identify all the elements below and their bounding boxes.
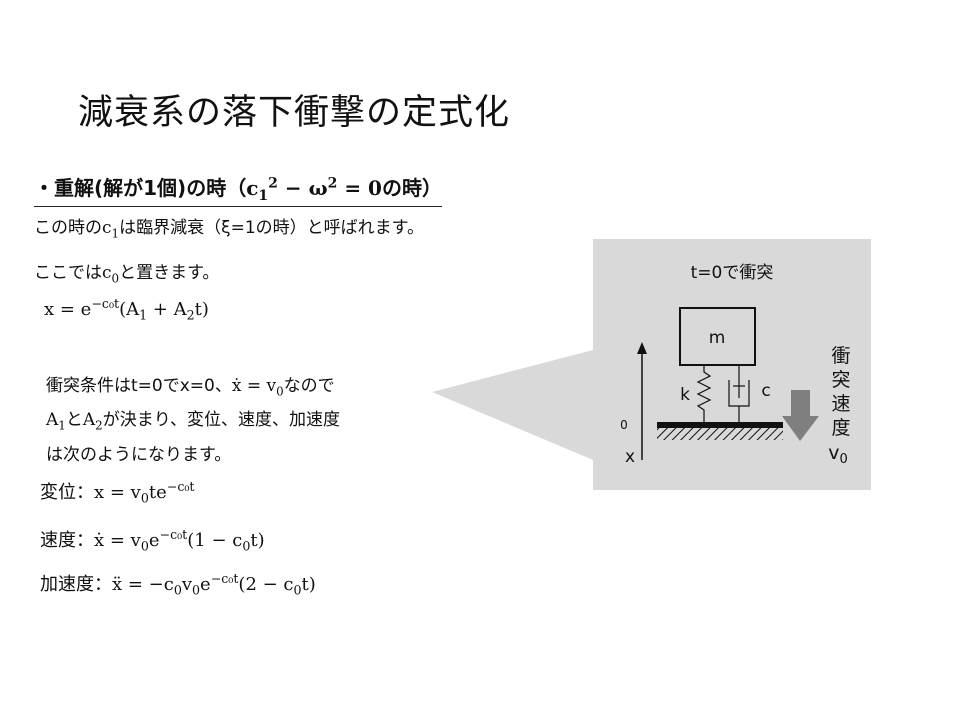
disp-sub0: 0 [140,490,149,506]
heading-c-sub: 1 [258,188,269,204]
acc-sub2: 0 [293,582,302,598]
acc-label: 加速度： [40,574,112,595]
impact-v-letter: v [828,442,839,464]
callout-l2-a2: A2 [82,410,103,433]
disp-m2: te [148,482,167,503]
line1-var-c: c [102,218,112,238]
callout-l2-A: A [46,410,59,431]
acc-math: ẍ = −c0v0e−c₀t(2 − c0t) [112,571,316,598]
heading-prefix: ・重解(解が1個)の時（ [34,176,247,200]
damper-label: c [761,381,770,401]
callout-l2-a1: A1 [46,410,66,433]
line1-before: この時の [34,218,102,238]
vel-label: 速度： [40,530,94,551]
callout-l2-to: と [65,410,83,431]
callout-l1-m: ẋ = v [231,376,277,396]
displacement-equation: 変位：x = v0te−c₀t [40,478,194,506]
vel-exp: −c₀t [159,527,188,542]
spring-icon [696,365,712,422]
callout-l1-math: ẋ = v0 [231,376,284,399]
impact-v-sub: 0 [839,452,847,467]
acceleration-equation: 加速度：ẍ = −c0v0e−c₀t(2 − c0t) [40,570,316,598]
acc-sub0: 0 [173,582,182,598]
callout-l2-A2: A [82,410,96,431]
vel-math: ẋ = v0e−c₀t(1 − c0t) [94,527,265,554]
eq-main-a2: + A [147,299,187,320]
heading-omega-sup: 2 [327,175,338,192]
impact-velocity-v: v0 [828,442,848,467]
spring-label: k [680,385,690,405]
vel-m4: t) [250,530,265,551]
acc-m4: (2 − c [238,574,294,595]
general-solution-equation: x = e−c₀t(A1 + A2t) [44,296,209,323]
callout-l2-sub2: 2 [95,418,103,433]
heading-math: c12 − ω2 = 0 [246,175,382,204]
heading-c: c [246,176,259,200]
impact-arrow-head [782,416,819,441]
floor-hatch [657,428,783,440]
acc-m2: v [181,574,193,595]
mass-label: m [709,328,726,348]
callout-l1-a: 衝突条件はt=0でx=0、 [46,376,232,396]
vel-m1: ẋ = v [94,530,141,551]
floor-plate [657,422,783,428]
vel-m2: e [148,530,160,551]
x-axis-label: x [625,447,635,467]
line2-var: c0 [102,263,120,286]
vel-sub0: 0 [140,538,149,554]
callout-line-1: 衝突条件はt=0でx=0、ẋ = v0なので [46,372,340,406]
callout-line-2: A1とA2が決まり、変位、速度、加速度 [46,406,340,440]
impact-char-3: 速 [831,393,850,415]
eq-main-a1: (A [119,299,140,320]
callout-wedge [432,350,593,460]
velocity-equation: 速度：ẋ = v0e−c₀t(1 − c0t) [40,526,265,554]
disp-math: x = v0te−c₀t [94,479,195,506]
line2-var-sub: 0 [111,271,120,286]
mass-block [679,307,756,366]
collision-condition-text: 衝突条件はt=0でx=0、ẋ = v0なので A1とA2が決まり、変位、速度、加… [46,372,340,470]
x-axis-arrowhead [637,342,647,354]
callout-l2-sub1: 1 [58,418,66,433]
disp-exp: −c₀t [166,479,195,494]
eq-main-a1-sub: 1 [139,307,148,323]
vel-m3: (1 − c [187,530,243,551]
vel-sub1: 0 [242,538,251,554]
callout-line-3: は次のようになります。 [46,444,232,465]
acc-m5: t) [301,574,316,595]
line1-var-sub: 1 [111,226,120,241]
acc-m1: ẍ = −c [112,574,174,595]
line2-before: ここでは [34,263,102,283]
impact-caption: t=0で衝突 [691,263,774,283]
zero-label: 0 [620,418,628,432]
acc-m3: e [200,574,211,595]
disp-m1: x = v [94,482,141,503]
impact-char-1: 衝 [831,345,850,367]
callout-l1-sub: 0 [276,384,284,399]
heading-eq-zero: = 0 [337,176,382,200]
section-heading: ・重解(解が1個)の時（c12 − ω2 = 0の時） [34,172,442,207]
callout-l1-b: なので [283,376,335,396]
line2-after: と置きます。 [119,263,220,283]
line1-var: c1 [102,218,120,241]
heading-omega: − ω [277,176,328,200]
acc-exp: −c₀t [210,571,239,586]
eq-main-lhs: x = e [44,299,92,320]
heading-suffix: の時） [381,176,442,200]
impact-char-2: 突 [831,369,850,391]
impact-arrow-shaft [791,390,810,416]
c0-definition-line: ここではc0と置きます。 [34,258,219,285]
disp-label: 変位： [40,482,94,503]
critical-damping-line: この時のc1は臨界減衰（ξ=1の時）と呼ばれます。 [34,213,424,240]
eq-main-close: t) [194,299,209,320]
eq-main-exp: −c₀t [91,296,120,311]
line2-var-c: c [102,263,112,283]
line1-after: は臨界減衰（ξ=1の時）と呼ばれます。 [119,218,424,238]
impact-char-4: 度 [831,417,850,439]
page-title: 減衰系の落下衝撃の定式化 [78,93,511,133]
eq-main-a2-sub: 2 [186,307,195,323]
heading-c-sup: 2 [268,175,278,192]
callout-l2-b: が決まり、変位、速度、加速度 [102,410,341,431]
acc-sub1: 0 [192,582,201,598]
